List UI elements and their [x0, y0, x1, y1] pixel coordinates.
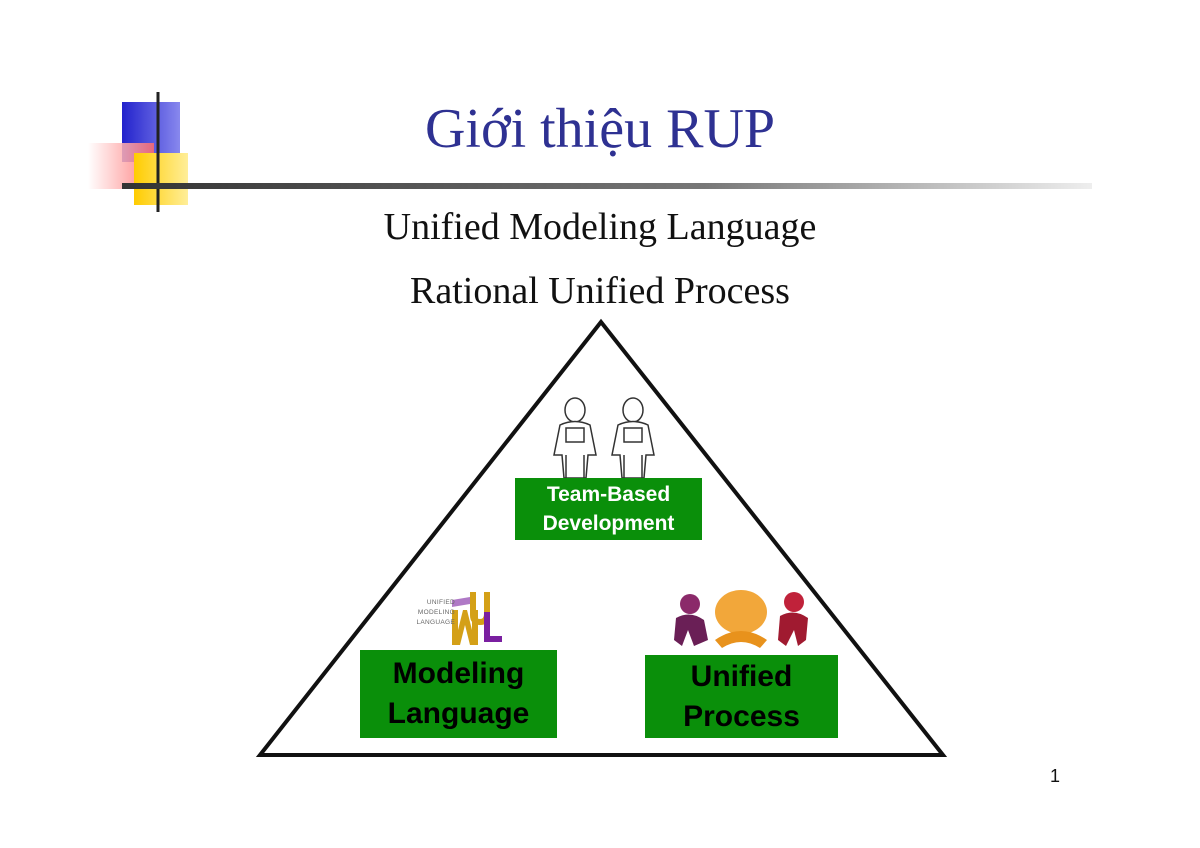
person-figure-right — [611, 397, 655, 479]
corner-decoration — [88, 92, 1092, 212]
uml-logo-text: UNIFIED MODELING LANGUAGE — [405, 598, 455, 628]
team-box-line2: Development — [542, 512, 675, 535]
modeling-language-box: Modeling Language — [360, 650, 557, 738]
unified-box-line1: Unified — [690, 659, 793, 693]
rup-triangle — [255, 318, 948, 757]
uml-logo-line2: MODELING — [417, 609, 455, 616]
deco-yellow-square — [134, 153, 188, 205]
uml-logo-icon — [452, 592, 502, 645]
people-group-icon — [674, 590, 808, 648]
subtitle-rup: Rational Unified Process — [410, 270, 790, 312]
team-box-line1: Team-Based — [546, 483, 671, 506]
uml-logo-line1: UNIFIED — [426, 599, 455, 606]
person-figure-left — [553, 397, 597, 479]
page-number: 1 — [1049, 766, 1060, 786]
team-people-icon — [553, 397, 655, 479]
model-box-line2: Language — [387, 697, 530, 730]
unified-process-box: Unified Process — [645, 655, 838, 738]
model-box-line1: Modeling — [392, 657, 525, 690]
slide-title: Giới thiệu RUP — [424, 98, 776, 160]
unified-box-line2: Process — [683, 699, 800, 733]
title-underline — [122, 183, 1092, 189]
subtitle-uml: Unified Modeling Language — [383, 206, 817, 248]
team-based-development-box: Team-Based Development — [515, 478, 702, 540]
uml-logo-line3: LANGUAGE — [416, 619, 455, 626]
